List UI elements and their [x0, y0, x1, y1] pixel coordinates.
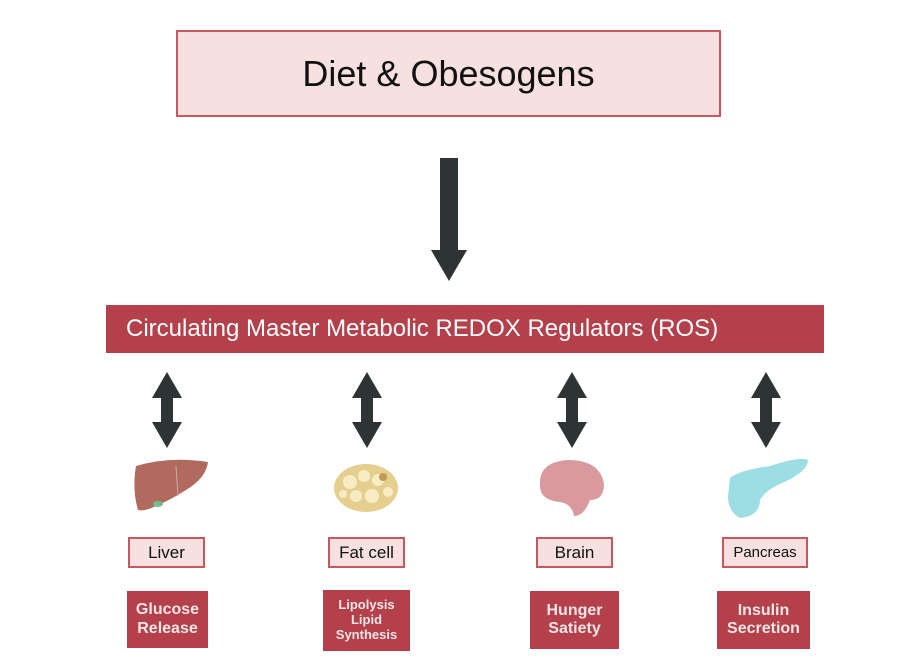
double-arrow-fat	[352, 372, 382, 448]
organ-label-liver: Liver	[128, 537, 205, 568]
function-line: Synthesis	[335, 626, 398, 642]
down-arrow	[431, 158, 467, 281]
function-line: Satiety	[548, 620, 601, 637]
brain-icon	[539, 460, 604, 516]
fat-cell-icon	[334, 464, 398, 512]
organ-label-fat-cell: Fat cell	[328, 537, 405, 568]
regulators-text: Circulating Master Metabolic REDOX Regul…	[126, 315, 719, 342]
label-text: Fat cell	[339, 542, 394, 562]
label-text: Liver	[148, 542, 185, 562]
function-line: Insulin	[737, 601, 790, 619]
label-text: Pancreas	[733, 544, 797, 561]
function-line: Secretion	[727, 620, 800, 637]
pancreas-icon	[728, 458, 808, 518]
double-arrow-liver	[152, 372, 182, 448]
title-text: Diet & Obesogens	[302, 52, 595, 94]
label-text: Brain	[554, 542, 595, 562]
redox-regulators-bar: Circulating Master Metabolic REDOX Regul…	[106, 305, 824, 353]
function-line: Lipid	[350, 612, 383, 628]
function-line: Lipolysis	[338, 597, 395, 613]
organ-label-pancreas: Pancreas	[722, 537, 808, 568]
organ-label-brain: Brain	[536, 537, 613, 568]
function-line: Hunger	[546, 601, 603, 619]
liver-icon	[134, 459, 208, 511]
function-line: Release	[137, 619, 198, 637]
function-line: Glucose	[135, 601, 200, 619]
double-arrow-pancreas	[751, 372, 781, 448]
diet-obesogens-box: Diet & Obesogens	[176, 30, 721, 117]
double-arrow-brain	[557, 372, 587, 448]
